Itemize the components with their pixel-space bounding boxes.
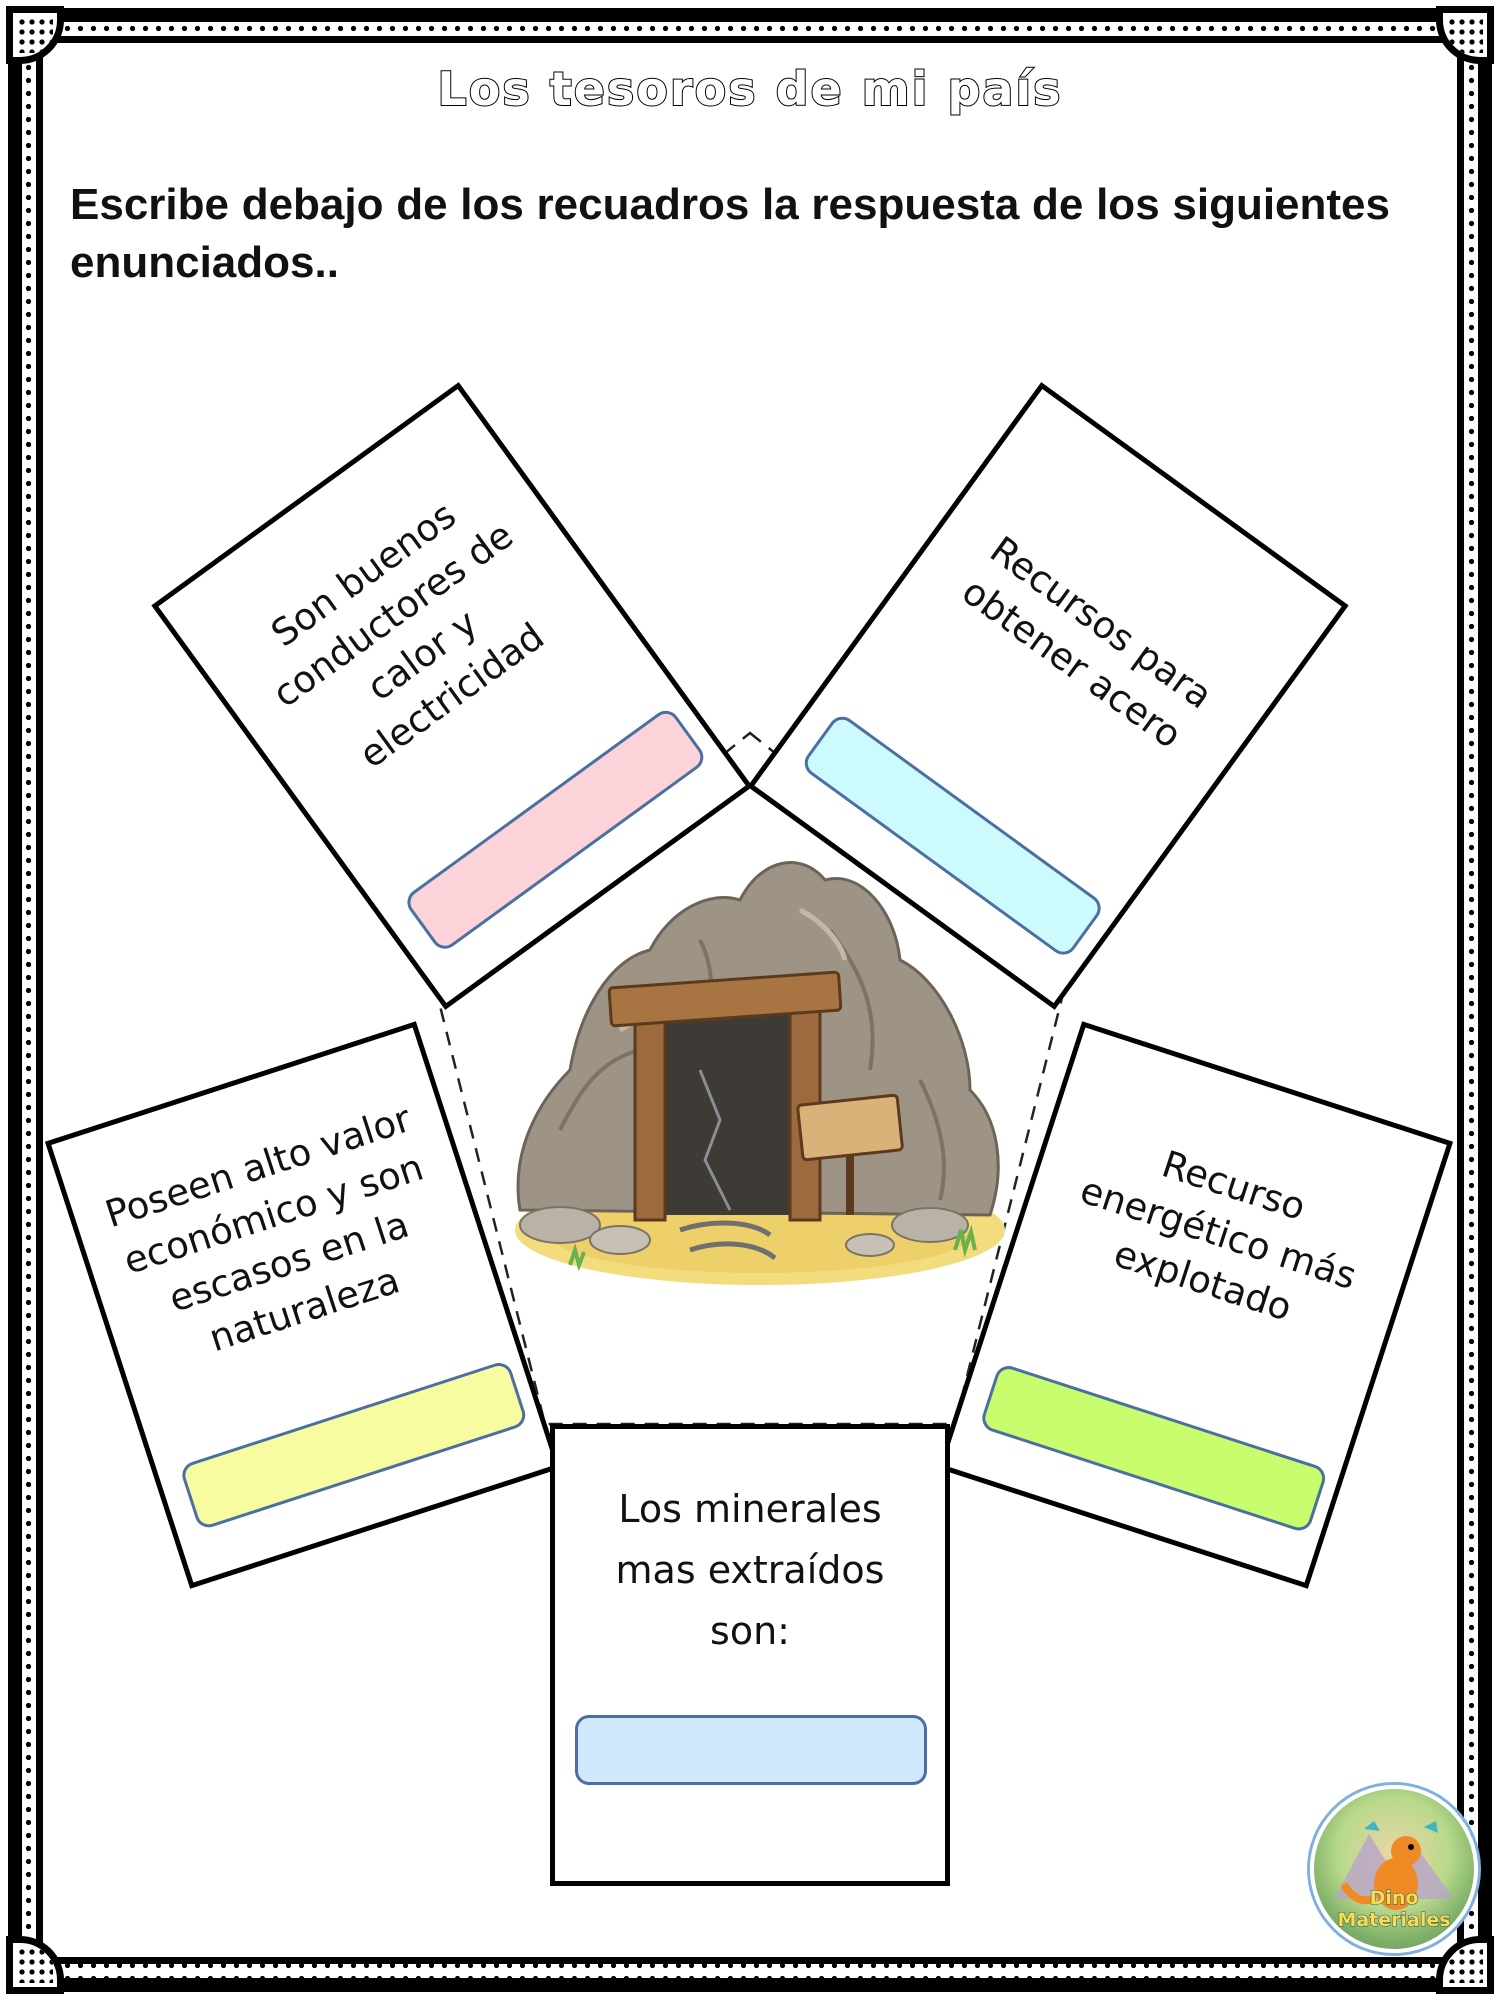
dinosaur-icon	[1334, 1821, 1454, 1910]
question-line: mas extraídos	[615, 1548, 885, 1592]
publisher-logo: Dino Materiales	[1310, 1785, 1478, 1953]
worksheet-title: Los tesoros de mi país	[436, 61, 1063, 117]
question-line: son:	[710, 1609, 790, 1653]
question-line: Los minerales	[618, 1487, 882, 1531]
mine-entrance-icon	[515, 861, 1005, 1285]
question-text: Poseen alto valor económico y son escaso…	[70, 1085, 493, 1393]
corner-ornament-bottom-right	[1436, 1936, 1494, 1994]
corner-ornament-bottom-left	[6, 1936, 64, 1994]
question-text: Recursos para obtener acero	[907, 494, 1265, 792]
question-text: Los minerales mas extraídos son:	[555, 1479, 945, 1662]
worksheet-instructions: Escribe debajo de los recuadros la respu…	[70, 180, 1390, 287]
logo-text: Dino Materiales	[1337, 1887, 1451, 1932]
answer-box[interactable]	[575, 1715, 927, 1785]
question-card-minerales: Los minerales mas extraídos son:	[550, 1424, 950, 1886]
question-text: Recurso energético más explotado	[1014, 1104, 1422, 1364]
